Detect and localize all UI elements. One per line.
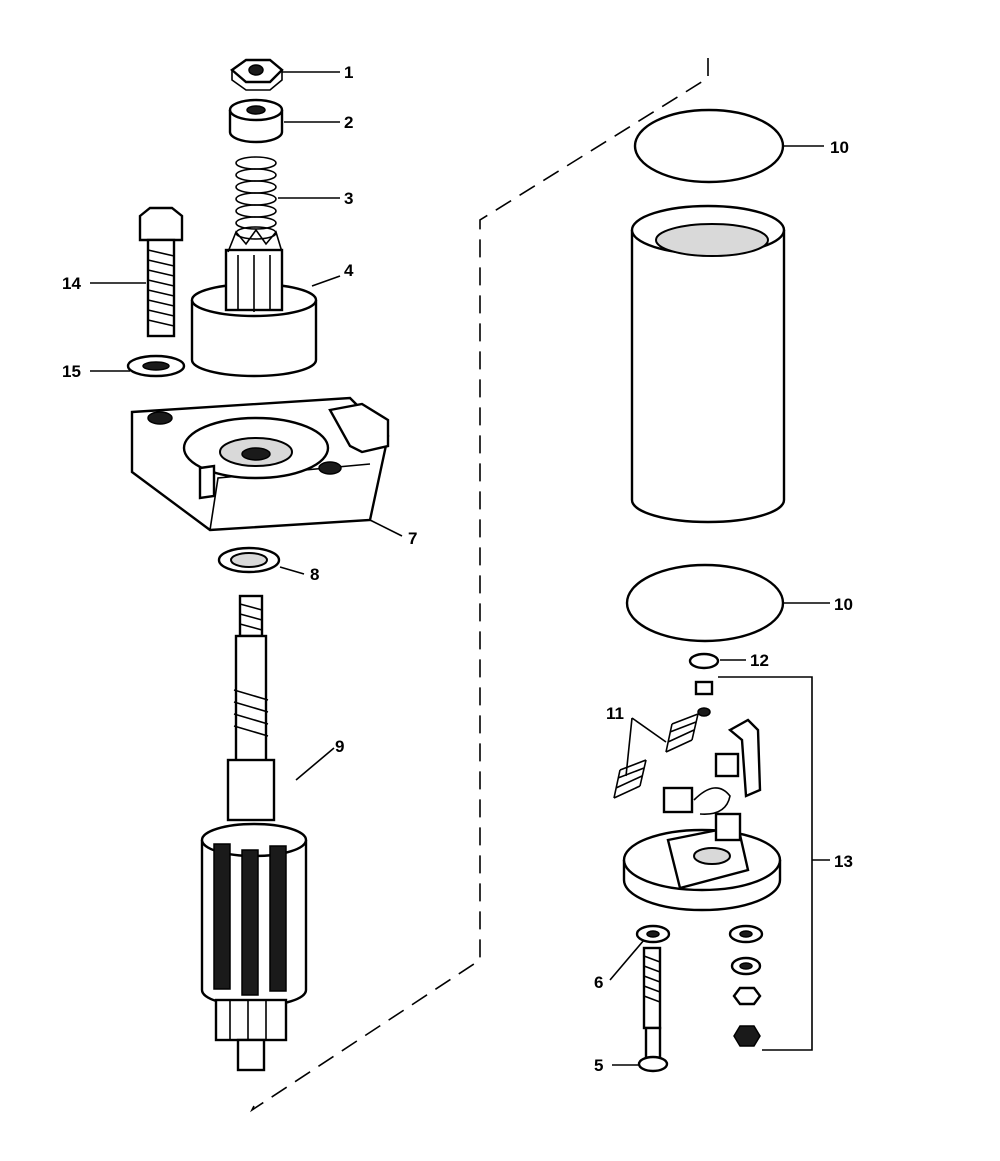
drive-end-cap-7 bbox=[130, 396, 390, 532]
callout-8: 8 bbox=[310, 565, 319, 584]
washer-15 bbox=[126, 354, 186, 378]
callout-9: 9 bbox=[335, 737, 344, 756]
dashed-assembly-line bbox=[249, 58, 709, 1113]
spacer-2 bbox=[228, 98, 284, 144]
callout-13: 13 bbox=[834, 852, 853, 871]
brush-holder-parts bbox=[662, 680, 762, 815]
callout-6: 6 bbox=[594, 973, 603, 992]
callout-10-top: 10 bbox=[830, 138, 849, 157]
callout-14: 14 bbox=[62, 274, 81, 293]
motor-frame bbox=[630, 204, 786, 524]
callout-10-bottom: 10 bbox=[834, 595, 853, 614]
callout-12: 12 bbox=[750, 651, 769, 670]
o-ring-10-bottom bbox=[625, 563, 785, 643]
terminal-bolt-5 bbox=[637, 946, 669, 1073]
spring-3 bbox=[235, 156, 277, 240]
o-ring-10-top bbox=[633, 108, 785, 184]
drive-pinion-4 bbox=[190, 228, 318, 378]
callout-5: 5 bbox=[594, 1056, 603, 1075]
washer-6 bbox=[635, 924, 671, 944]
callout-7: 7 bbox=[408, 529, 417, 548]
brush-springs-11 bbox=[613, 713, 699, 799]
callout-15: 15 bbox=[62, 362, 81, 381]
bolt-14 bbox=[138, 206, 184, 338]
terminal-hardware-stack bbox=[728, 924, 764, 1047]
commutator-end-cap-13 bbox=[622, 812, 782, 912]
callout-4: 4 bbox=[344, 261, 354, 280]
hex-nut-1 bbox=[230, 58, 284, 91]
disc-12 bbox=[688, 652, 720, 670]
callout-2: 2 bbox=[344, 113, 353, 132]
washer-8 bbox=[217, 546, 281, 574]
callout-11: 11 bbox=[606, 704, 624, 723]
callout-1: 1 bbox=[344, 63, 353, 82]
leader-lines bbox=[90, 71, 830, 1066]
callout-3: 3 bbox=[344, 189, 353, 208]
armature-9 bbox=[200, 594, 308, 1072]
